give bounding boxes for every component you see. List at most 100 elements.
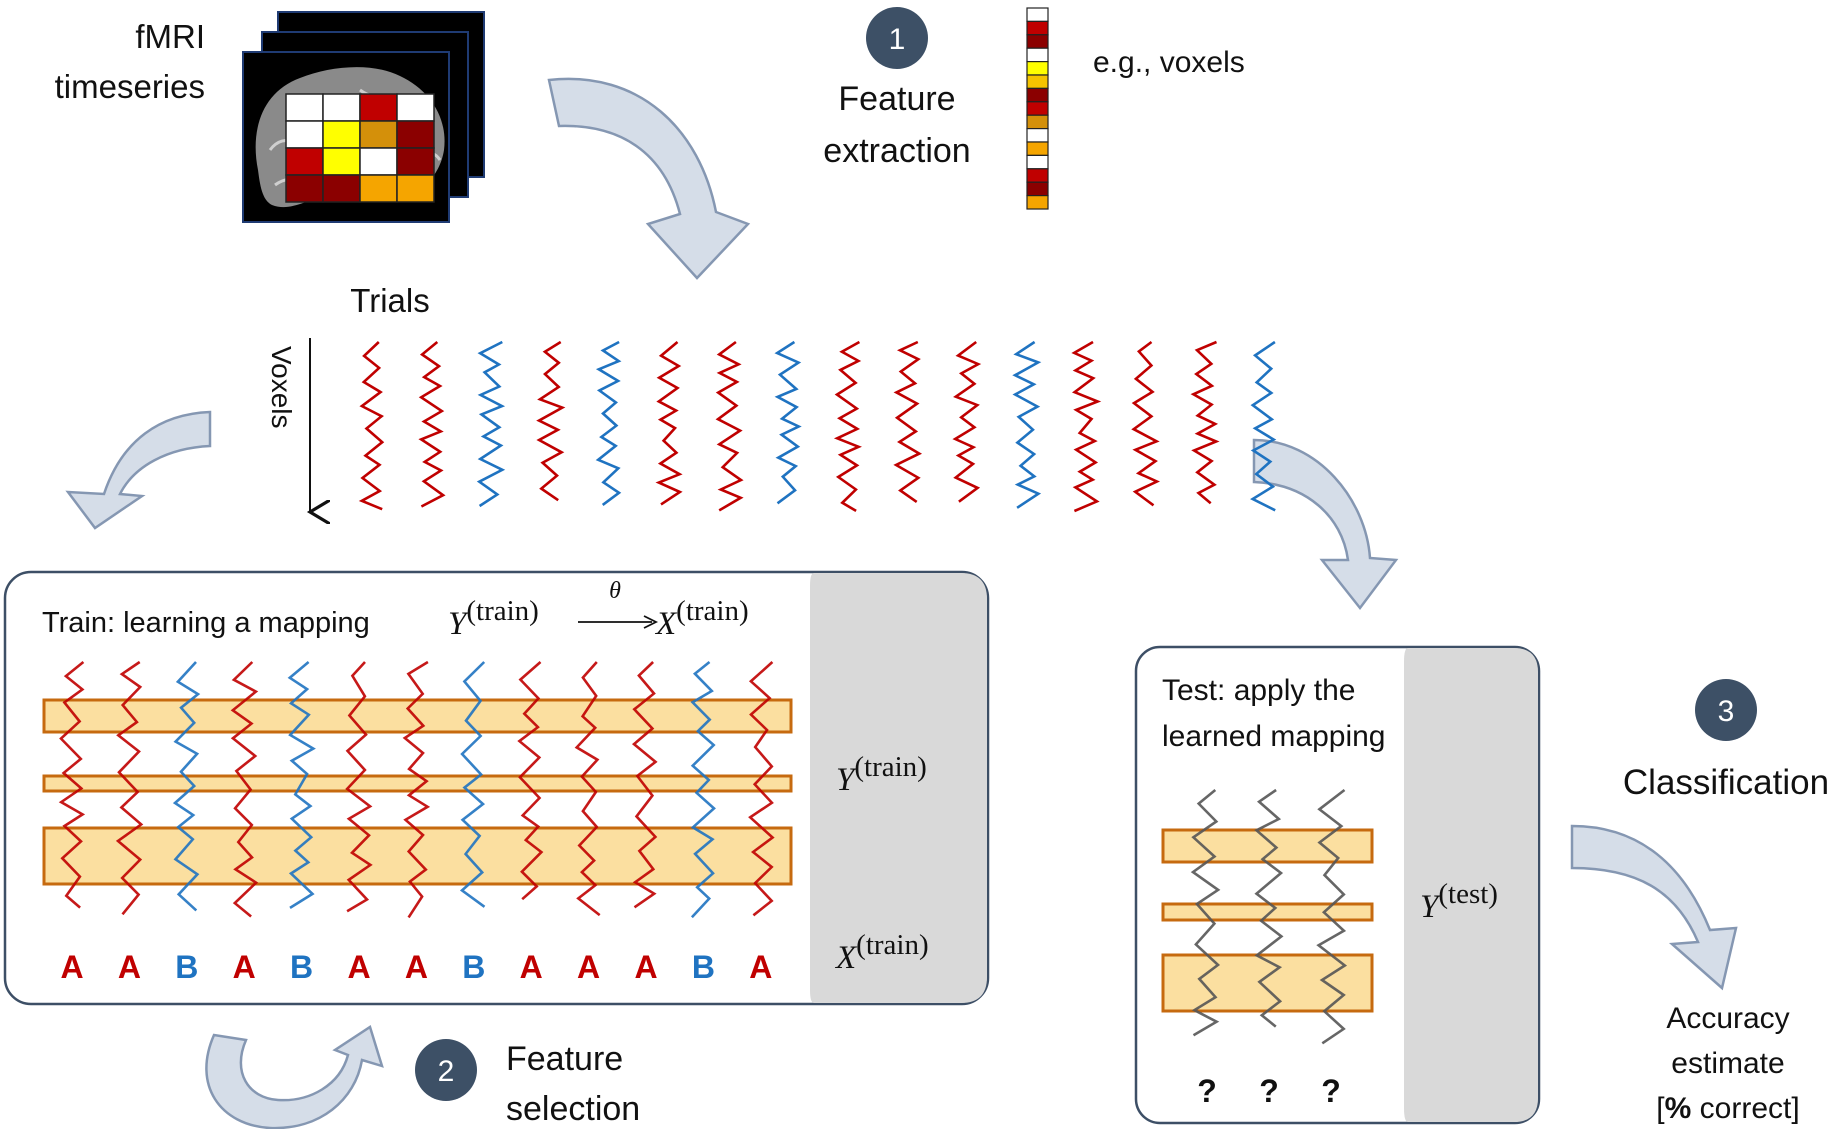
test-panel-gray-column — [1404, 648, 1538, 1122]
curved-arrow-to-test — [1252, 438, 1399, 611]
class-label: A — [233, 949, 256, 985]
test-selection-bands — [1161, 828, 1374, 1013]
curved-arrow-to-accuracy — [1570, 824, 1738, 991]
brain-voxel-cell — [322, 93, 361, 122]
y-test-superscript: (test) — [1438, 878, 1498, 910]
brain-voxel-cell — [359, 120, 398, 149]
step-3-circle — [1695, 679, 1757, 741]
y-train-label: Y(train) — [836, 751, 927, 798]
brain-voxel-cell — [396, 147, 435, 176]
class-label: B — [175, 949, 198, 985]
x-train-superscript: (train) — [856, 929, 928, 961]
brain-voxel-cell — [359, 174, 398, 203]
step-2-circle — [415, 1039, 477, 1101]
trial-timeseries-row — [358, 340, 1277, 513]
fmri-stack — [242, 11, 485, 223]
x-train-label: X(train) — [834, 929, 929, 976]
step-3-label: Classification — [1623, 763, 1829, 802]
brain-voxel-cell — [285, 174, 324, 203]
test-unknown-labels: ??? — [1197, 1073, 1341, 1109]
train-panel-title: Train: learning a mapping — [42, 607, 370, 639]
train-x-expression: X(train) — [654, 595, 749, 642]
eg-voxels-label: e.g., voxels — [1093, 46, 1245, 79]
unknown-label: ? — [1321, 1073, 1341, 1109]
trial-trace — [358, 341, 385, 511]
brain-voxel-cell — [285, 147, 324, 176]
train-trace — [690, 660, 716, 919]
class-label: A — [60, 949, 83, 985]
feature-vector — [1026, 7, 1049, 210]
accuracy-correct-text: correct] — [1691, 1092, 1799, 1125]
class-label: B — [692, 949, 715, 985]
brain-voxel-cell — [322, 174, 361, 203]
trial-trace — [1250, 340, 1277, 512]
brain-voxel-cell — [396, 93, 435, 122]
train-trace — [402, 660, 431, 919]
brain-voxel-cell — [322, 147, 361, 176]
accuracy-bracket-open: [ — [1656, 1092, 1665, 1125]
feature-vector-cell — [1026, 7, 1049, 22]
y-test-label: Y(test) — [1420, 878, 1498, 925]
class-label: A — [118, 949, 141, 985]
feature-vector-cell — [1026, 20, 1049, 36]
feature-vector-cell — [1026, 168, 1049, 183]
step-1-badge: 1 — [866, 7, 928, 69]
accuracy-percent: % — [1665, 1092, 1692, 1125]
train-trace — [230, 661, 259, 918]
train-y-symbol: Y — [448, 606, 470, 642]
trial-trace — [893, 340, 923, 503]
train-trace — [287, 661, 316, 910]
voxels-label: Voxels — [266, 346, 297, 429]
brain-voxel-cell — [396, 174, 435, 203]
brain-voxel-cell — [359, 147, 398, 176]
brain-voxel-cell — [285, 120, 324, 149]
train-x-superscript: (train) — [676, 595, 748, 627]
train-panel: Train: learning a mapping Y(train) θ X(t… — [3, 570, 990, 1006]
trial-trace — [1190, 340, 1220, 505]
class-label: A — [634, 949, 657, 985]
accuracy-line1: Accuracy — [1666, 1002, 1789, 1035]
selected-feature-band — [1161, 828, 1374, 864]
train-y-superscript: (train) — [466, 595, 538, 627]
mapping-arrowhead — [643, 615, 659, 629]
trial-trace — [715, 340, 744, 512]
selected-feature-band — [42, 698, 793, 734]
step-2-number: 2 — [438, 1055, 455, 1088]
feature-vector-cell — [1026, 141, 1049, 156]
class-label: A — [520, 949, 543, 985]
feature-vector-cell — [1026, 181, 1049, 197]
y-train-symbol: Y — [836, 762, 858, 798]
train-trace — [459, 661, 486, 908]
train-trace — [631, 661, 658, 909]
step-3-number: 3 — [1718, 695, 1735, 728]
feature-vector-cell — [1026, 47, 1049, 63]
feature-vector-cell — [1026, 34, 1049, 49]
accuracy-line2: estimate — [1671, 1047, 1784, 1080]
feature-vector-cell — [1026, 114, 1049, 130]
test-panel-title-line2: learned mapping — [1162, 720, 1386, 753]
train-trace — [115, 660, 144, 916]
step-1-number: 1 — [889, 23, 906, 56]
step-1-circle — [866, 7, 928, 69]
step-2-label-line1: Feature — [506, 1040, 623, 1078]
feature-vector-cell — [1026, 195, 1049, 210]
train-panel-gray-column — [810, 573, 987, 1003]
fmri-label-line2: timeseries — [55, 68, 205, 105]
train-trace — [58, 660, 86, 909]
step-3-badge: 3 — [1695, 679, 1757, 741]
class-label: A — [749, 949, 772, 985]
brain-voxel-cell — [322, 120, 361, 149]
curved-arrow-to-train — [65, 410, 212, 530]
curved-arrow-extraction — [547, 77, 751, 280]
theta-label: θ — [609, 578, 621, 604]
step-1-label-line1: Feature — [838, 80, 955, 118]
class-label: A — [405, 949, 428, 985]
test-timeseries — [1190, 788, 1348, 1045]
trial-trace — [952, 340, 982, 503]
test-trace — [1190, 788, 1221, 1037]
feature-vector-cell — [1026, 154, 1049, 170]
y-test-symbol: Y — [1420, 889, 1442, 925]
class-label: B — [462, 949, 485, 985]
trial-trace — [536, 340, 566, 502]
brain-voxel-cell — [359, 93, 398, 122]
